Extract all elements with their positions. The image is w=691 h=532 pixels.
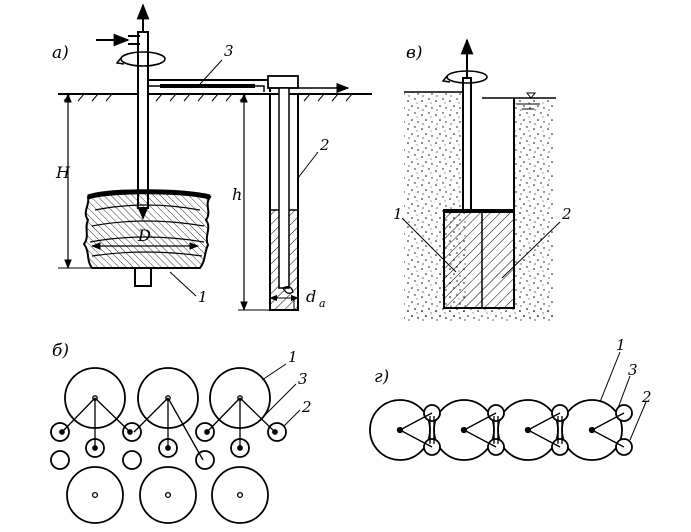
label-g-3: 3	[628, 361, 638, 379]
dimension-da: d a	[269, 287, 326, 310]
callouts-a: 3 2 1	[169, 42, 330, 306]
callouts-b: 1 3 2	[261, 348, 312, 427]
panel-a-label: а)	[52, 43, 69, 63]
label-da-subscript: a	[319, 297, 326, 310]
label-g-1: 1	[616, 336, 626, 354]
label-D: D	[137, 226, 151, 245]
panel-b: б)	[50, 341, 312, 524]
label-H: H	[55, 163, 71, 182]
panel-a: а)	[52, 3, 372, 311]
label-a-1: 1	[198, 288, 208, 306]
label-h: h	[232, 185, 242, 204]
label-g-2: 2	[641, 388, 652, 406]
soil-body	[404, 91, 554, 322]
well-2	[267, 75, 350, 311]
label-v-1: 1	[393, 205, 403, 223]
connections-g	[396, 412, 625, 448]
callouts-g: 1 3 2	[599, 336, 652, 441]
drill-rod	[96, 3, 166, 220]
label-b-2: 2	[301, 398, 312, 416]
label-b-3: 3	[298, 370, 308, 388]
transfer-pipe-3	[148, 79, 271, 92]
panel-g-label: г)	[374, 367, 389, 387]
label-v-2: 2	[561, 205, 572, 223]
ground-surface-a	[58, 93, 372, 102]
label-da: d	[306, 287, 316, 306]
label-b-1: 1	[288, 348, 298, 366]
callouts-v: 1 2	[393, 205, 572, 279]
panel-g: г)	[369, 336, 652, 461]
panel-v: в)	[393, 38, 572, 322]
soil-column	[443, 209, 515, 309]
water-surface	[482, 92, 556, 210]
dimension-D: D	[91, 226, 199, 250]
label-a-3: 3	[224, 42, 234, 60]
label-a-2: 2	[319, 136, 330, 154]
dimension-h: h	[232, 93, 270, 311]
panel-b-label: б)	[52, 341, 69, 361]
panel-v-label: в)	[406, 43, 423, 63]
dimension-H: H	[55, 93, 92, 269]
connections-b	[59, 395, 278, 499]
